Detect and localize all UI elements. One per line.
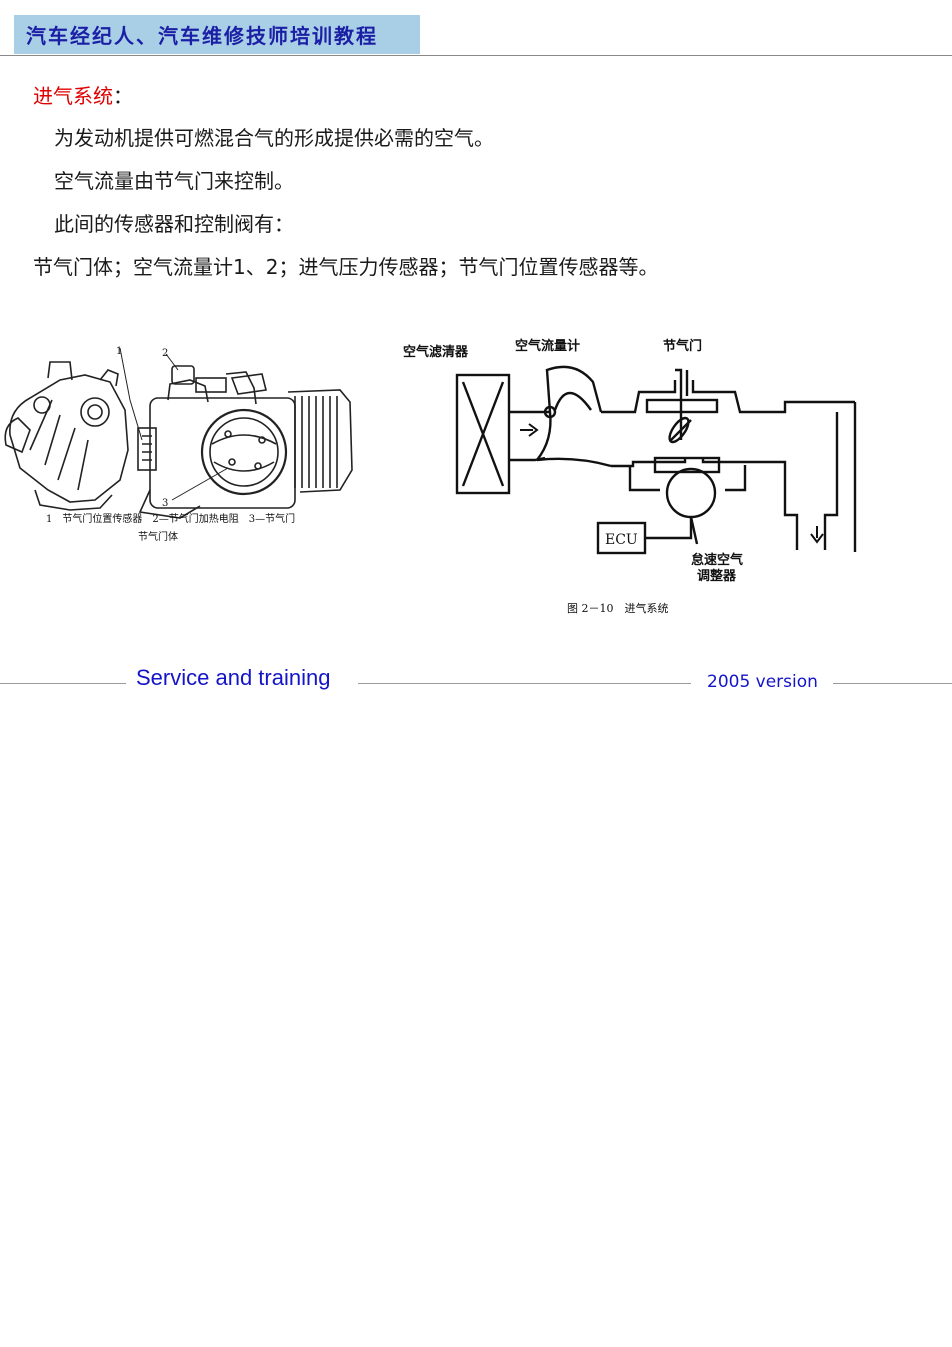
header-divider xyxy=(0,55,952,56)
label-ecu: ECU xyxy=(605,532,638,548)
section-heading: 进气系统： xyxy=(33,80,133,109)
footer-service-training: Service and training xyxy=(136,665,331,690)
throttle-body-figure: 1 2 3 1 节气门位置传感器 2—节气门加热电阻 3—节气门 节气门体 xyxy=(0,340,372,555)
label-air-flowmeter: 空气流量计 xyxy=(515,338,580,354)
body-line-2: 空气流量由节气门来控制。 xyxy=(54,169,294,193)
figure-left-caption-parts: 1 节气门位置传感器 2—节气门加热电阻 3—节气门 xyxy=(46,512,295,525)
body-line-1: 为发动机提供可燃混合气的形成提供必需的空气。 xyxy=(54,126,494,150)
callout-1: 1 xyxy=(116,346,122,357)
label-idle-air-2: 调整器 xyxy=(697,568,737,584)
body-line-4-part-c: ；进气压力传感器；节气门位置传感器等。 xyxy=(278,255,659,279)
label-air-filter: 空气滤清器 xyxy=(403,344,469,360)
callout-3: 3 xyxy=(162,498,168,509)
course-title-tag: 汽车经纪人、汽车维修技师培训教程 xyxy=(14,15,420,54)
footer-rule-middle xyxy=(358,683,691,684)
footer-rule-left xyxy=(0,683,126,684)
course-title: 汽车经纪人、汽车维修技师培训教程 xyxy=(26,24,378,48)
label-throttle: 节气门 xyxy=(663,338,702,354)
footer-rule-right xyxy=(833,683,952,684)
intake-system-drawing: 空气滤清器 空气流量计 节气门 ECU 怠速空气 调整器 图 2－10 进气系统 xyxy=(403,338,857,615)
body-line-3: 此间的传感器和控制阀有： xyxy=(54,212,294,236)
figure-right-caption: 图 2－10 进气系统 xyxy=(567,601,669,615)
heading-colon: ： xyxy=(113,84,133,108)
heading-text: 进气系统 xyxy=(33,84,113,108)
footer-version: 2005 version xyxy=(707,672,818,692)
body-line-4-part-a: 节气门体；空气流量计 xyxy=(33,255,233,279)
label-idle-air-1: 怠速空气 xyxy=(691,552,743,568)
body-line-4-part-b: 1、2 xyxy=(233,255,279,279)
figure-left-caption-title: 节气门体 xyxy=(138,530,178,543)
callout-2: 2 xyxy=(162,348,168,359)
intake-system-diagram: 空气滤清器 空气流量计 节气门 ECU 怠速空气 调整器 图 2－10 进气系统 xyxy=(385,330,870,625)
body-line-4: 节气门体；空气流量计1、2；进气压力传感器；节气门位置传感器等。 xyxy=(33,251,658,280)
throttle-body-drawing: 1 2 3 1 节气门位置传感器 2—节气门加热电阻 3—节气门 节气门体 xyxy=(4,346,353,543)
